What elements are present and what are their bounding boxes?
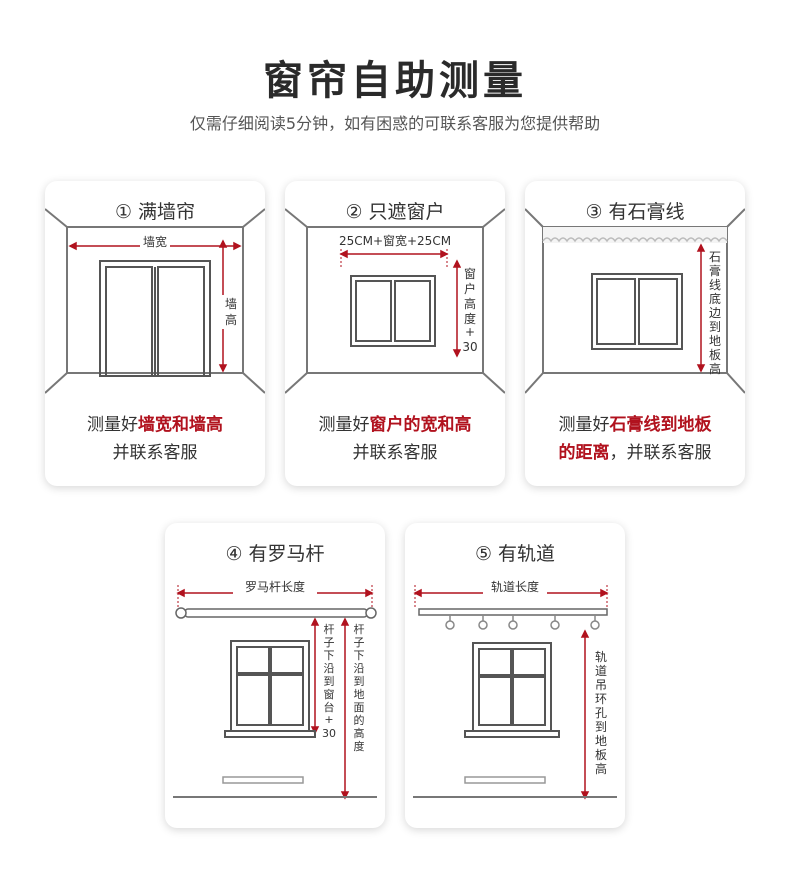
full-wall-diagram: 墙宽 墙 高 — [45, 208, 265, 394]
plaster-height-label-7: 地 — [709, 334, 721, 348]
track-height-label-8: 板 — [595, 748, 607, 762]
plaster-height-label-1: 石 — [709, 250, 721, 264]
window-height-label-6: 30 — [462, 340, 477, 354]
rod-floor-label-10: 度 — [354, 739, 365, 753]
plaster-height-label-8: 板 — [709, 348, 721, 362]
page-title: 窗帘自助测量 — [263, 58, 527, 104]
caption-highlight: 的距离 — [558, 443, 610, 463]
track-height-label-6: 到 — [595, 720, 607, 734]
rod-sill-label-2: 子 — [324, 636, 335, 649]
window-height-label-2: 户 — [464, 281, 476, 296]
track-height-label-3: 吊 — [595, 678, 607, 692]
rod-sill-label-6: 窗 — [324, 687, 335, 701]
rod-floor-label-3: 下 — [354, 649, 365, 662]
plaster-height-label-4: 底 — [709, 291, 721, 306]
plaster-height-label-3: 线 — [709, 278, 721, 292]
caption-text: 测量好 — [558, 415, 610, 435]
rod-floor-label-9: 高 — [354, 726, 365, 740]
caption-text: 并联系客服 — [352, 443, 438, 463]
card-title: ③ 有石膏线 — [585, 201, 685, 223]
card-title: ⑤ 有轨道 — [474, 543, 556, 565]
caption-highlight: 墙宽和墙高 — [138, 415, 223, 435]
card-title: ④ 有罗马杆 — [225, 543, 325, 565]
page-subtitle: 仅需仔细阅读5分钟，如有困惑的可联系客服为您提供帮助 — [189, 114, 601, 133]
rod-sill-label-3: 下 — [324, 649, 335, 662]
track-diagram: 轨道长度 轨 道 吊 环 孔 到 地 板 高 — [413, 579, 617, 800]
rod-sill-label-5: 到 — [324, 675, 335, 688]
window-height-label-3: 高 — [464, 296, 476, 311]
window-height-label-5: + — [465, 325, 475, 339]
track-height-label-9: 高 — [595, 761, 607, 776]
plaster-line-diagram: 石 膏 线 底 边 到 地 板 高 — [525, 208, 745, 394]
card-full-wall: ① 满墙帘 墙宽 墙 高 测量好墙宽和墙高 并联系客服 — [45, 181, 265, 486]
plaster-height-label-6: 到 — [709, 320, 721, 334]
caption-text: 测量好 — [318, 415, 370, 435]
rod-floor-label-5: 到 — [354, 675, 365, 688]
card-caption: 测量好窗户的宽和高 并联系客服 — [285, 411, 505, 467]
rod-sill-label-4: 沿 — [324, 662, 335, 675]
plaster-height-label-5: 边 — [709, 306, 721, 320]
caption-text: 并联系客服 — [112, 443, 198, 463]
caption-highlight: 石膏线到地板 — [609, 415, 712, 435]
card-title: ① 满墙帘 — [114, 201, 196, 223]
rod-floor-label-8: 的 — [354, 713, 365, 727]
plaster-height-label-2: 膏 — [709, 263, 721, 278]
rod-floor-label-4: 沿 — [354, 662, 365, 675]
wall-height-label-2: 高 — [225, 312, 237, 327]
rod-sill-label-7: 台 — [324, 700, 335, 714]
caption-highlight: 窗户的宽和高 — [369, 415, 472, 435]
card-window-only: ② 只遮窗户 25CM+窗宽+25CM 窗 户 高 度 + 30 测量好窗户的 — [285, 181, 505, 486]
plaster-height-label-9: 高 — [709, 361, 721, 376]
card-caption: 测量好墙宽和墙高 并联系客服 — [45, 411, 265, 467]
caption-text: 测量好 — [87, 415, 138, 435]
card-plaster-line: ③ 有石膏线 石 膏 线 底 边 到 地 板 高 测量好石膏线到地板 的距离，并… — [525, 181, 745, 486]
window-height-label-4: 度 — [464, 311, 476, 326]
track-height-label-2: 道 — [595, 664, 607, 678]
track-height-label-1: 轨 — [595, 650, 607, 664]
rod-sill-label-8: + — [324, 713, 333, 726]
track-height-label-5: 孔 — [595, 706, 607, 720]
rod-floor-label-6: 地 — [354, 688, 365, 701]
card-caption: 测量好石膏线到地板 的距离，并联系客服 — [525, 411, 745, 467]
caption-text: ，并联系客服 — [609, 443, 712, 463]
roman-rod-diagram: 罗马杆长度 杆 子 下 沿 到 窗 台 + 30 杆 子 下 沿 到 地 — [173, 579, 377, 800]
rod-length-label: 罗马杆长度 — [245, 579, 305, 594]
card-title: ② 只遮窗户 — [345, 201, 445, 223]
rod-sill-label-9: 30 — [322, 727, 336, 740]
track-length-label: 轨道长度 — [491, 579, 539, 594]
rod-sill-label-1: 杆 — [324, 622, 335, 636]
rod-floor-label-1: 杆 — [354, 622, 365, 636]
window-only-diagram: 25CM+窗宽+25CM 窗 户 高 度 + 30 — [285, 208, 505, 394]
wall-width-label: 墙宽 — [143, 234, 167, 249]
card-track: ⑤ 有轨道 轨道长度 轨 道 吊 环 孔 到 地 — [405, 523, 625, 828]
track-height-label-7: 地 — [595, 734, 607, 748]
track-height-label-4: 环 — [595, 692, 607, 706]
wall-height-label-1: 墙 — [225, 297, 237, 311]
rod-floor-label-7: 面 — [354, 701, 365, 714]
window-width-label: 25CM+窗宽+25CM — [339, 233, 451, 248]
window-height-label-1: 窗 — [464, 267, 476, 281]
rod-floor-label-2: 子 — [354, 636, 365, 649]
card-roman-rod: ④ 有罗马杆 罗马杆长度 杆 子 下 沿 到 窗 台 + — [165, 523, 385, 828]
